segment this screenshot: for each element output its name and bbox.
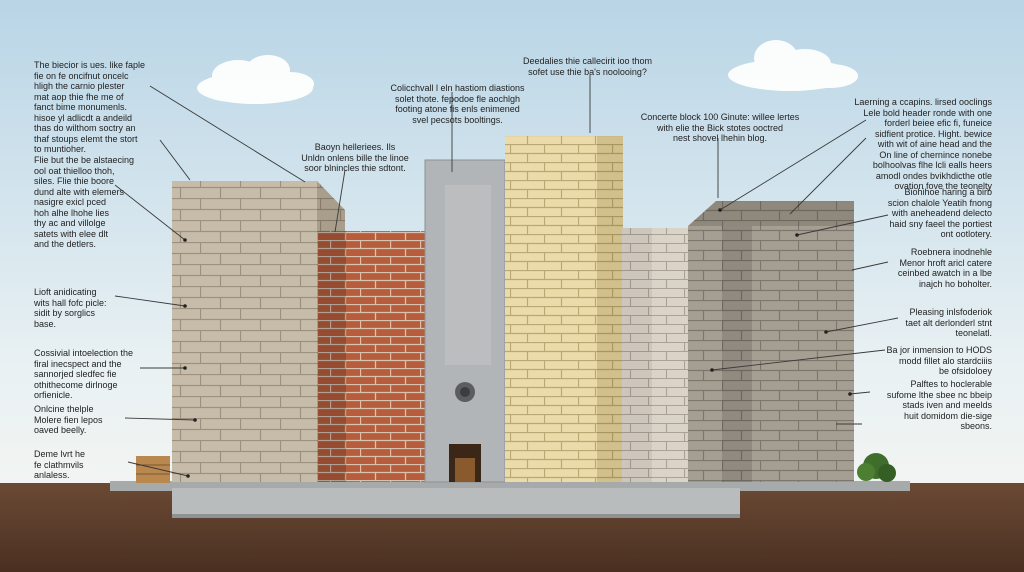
callout-label-center-4: Concerte block 100 Ginute: willee lertes… — [640, 112, 800, 143]
callout-label-right-6: Palftes to hoclerable sufome lthe sbee n… — [886, 379, 992, 431]
brick-stack — [136, 456, 170, 483]
callout-label-left-2: Flie but the be alstaecing ool oat thiel… — [34, 155, 135, 249]
callout-label-left-5: Onlcine thelple Molere fien lepos oaved … — [34, 404, 103, 435]
callout-label-left-1: The biecior is ues. like faple fie on fe… — [34, 60, 146, 154]
callout-label-left-6: Deme lvrt he fe clathmvils anlaless. — [34, 449, 86, 480]
callout-label-right-4: Pleasing inlsfoderiok taet alt derlonder… — [905, 307, 992, 338]
yellow-brick-wall — [505, 136, 623, 482]
cloud-right — [728, 40, 858, 91]
callout-label-center-1: Baoyn helleriees. Ils Unldn onlens bille… — [301, 142, 409, 173]
callout-label-left-4: Cossivial intoelection the firal inecspe… — [34, 348, 134, 400]
concrete-panel-wall — [424, 159, 506, 483]
grey-block-wall — [688, 201, 854, 482]
callout-label-right-5: Ba jor inmension to HODS modd fillet alo… — [886, 345, 992, 376]
callout-label-left-3: Lioft anidicating wits hall fofc picle: … — [34, 287, 107, 329]
red-brick-wall — [318, 231, 426, 482]
shrub — [857, 453, 896, 482]
callout-label-center-3: Deedalies thie callecirit ioo thom sofet… — [522, 56, 653, 77]
callout-label-center-2: Colicchvall l eln hastiom diastions sole… — [390, 83, 525, 125]
callout-label-right-3: Roebnera inodnehle Menor hroft aricl cat… — [897, 247, 992, 289]
callout-label-right-2: Biohihoe haring a birb scion chalole Yea… — [887, 187, 992, 239]
callout-dots — [183, 208, 852, 478]
cloud-left — [197, 55, 314, 104]
callout-label-right-1: Laerning a ccapins. lirsed ooclings Lele… — [854, 97, 992, 191]
callout-lines — [114, 75, 899, 477]
foundation-footing — [110, 481, 910, 518]
